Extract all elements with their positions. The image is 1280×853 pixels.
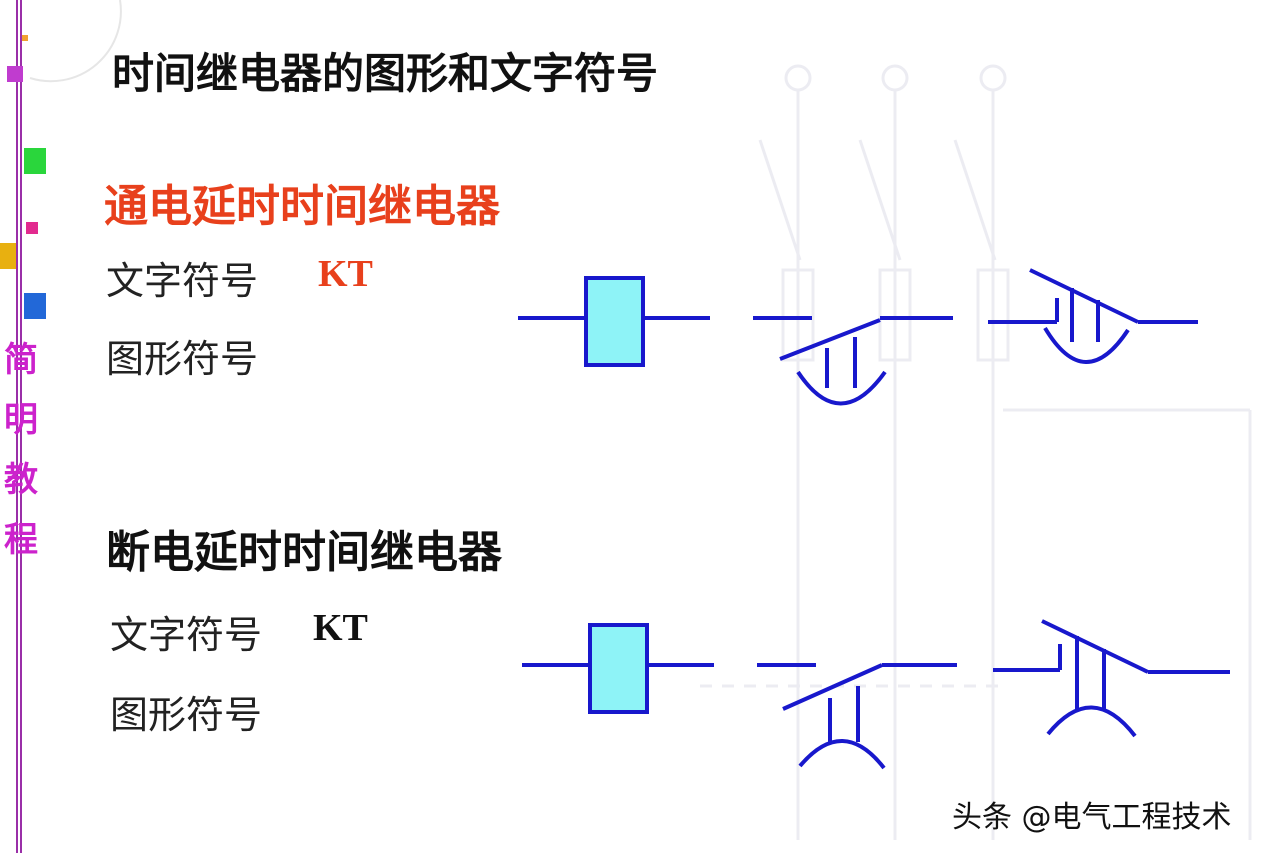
off-delay-text-symbol-label: 文字符号 <box>110 613 263 657</box>
square-marker <box>22 35 28 41</box>
off-delay-coil-symbol <box>522 623 714 714</box>
on-delay-coil-symbol <box>518 276 710 367</box>
on-delay-text-symbol-value: KT <box>318 253 373 295</box>
square-marker <box>0 243 16 269</box>
square-marker <box>26 222 38 234</box>
page-title: 时间继电器的图形和文字符号 <box>112 49 659 98</box>
square-marker <box>7 66 23 82</box>
square-marker <box>24 293 46 319</box>
watermark-text: 头条 @电气工程技术 <box>952 800 1232 835</box>
sidebar-char: 明 <box>4 400 38 440</box>
on-delay-no-contact-symbol <box>753 316 953 406</box>
off-delay-nc-contact-symbol <box>993 619 1230 738</box>
square-marker <box>24 148 46 174</box>
off-delay-text-symbol-value: KT <box>313 607 368 649</box>
on-delay-heading: 通电延时时间继电器 <box>104 181 500 232</box>
off-delay-graphic-symbol-label: 图形符号 <box>110 693 263 737</box>
on-delay-text-symbol-label: 文字符号 <box>106 259 259 303</box>
off-delay-heading: 断电延时时间继电器 <box>106 527 502 578</box>
background-circuit <box>700 64 1252 840</box>
on-delay-graphic-symbol-label: 图形符号 <box>106 337 259 381</box>
on-delay-nc-contact-symbol <box>988 268 1198 364</box>
sidebar-decoration <box>0 0 122 853</box>
sidebar-char: 简 <box>4 340 38 380</box>
sidebar-char: 程 <box>4 520 38 560</box>
off-delay-no-contact-symbol <box>757 663 957 770</box>
sidebar-char: 教 <box>4 460 38 500</box>
